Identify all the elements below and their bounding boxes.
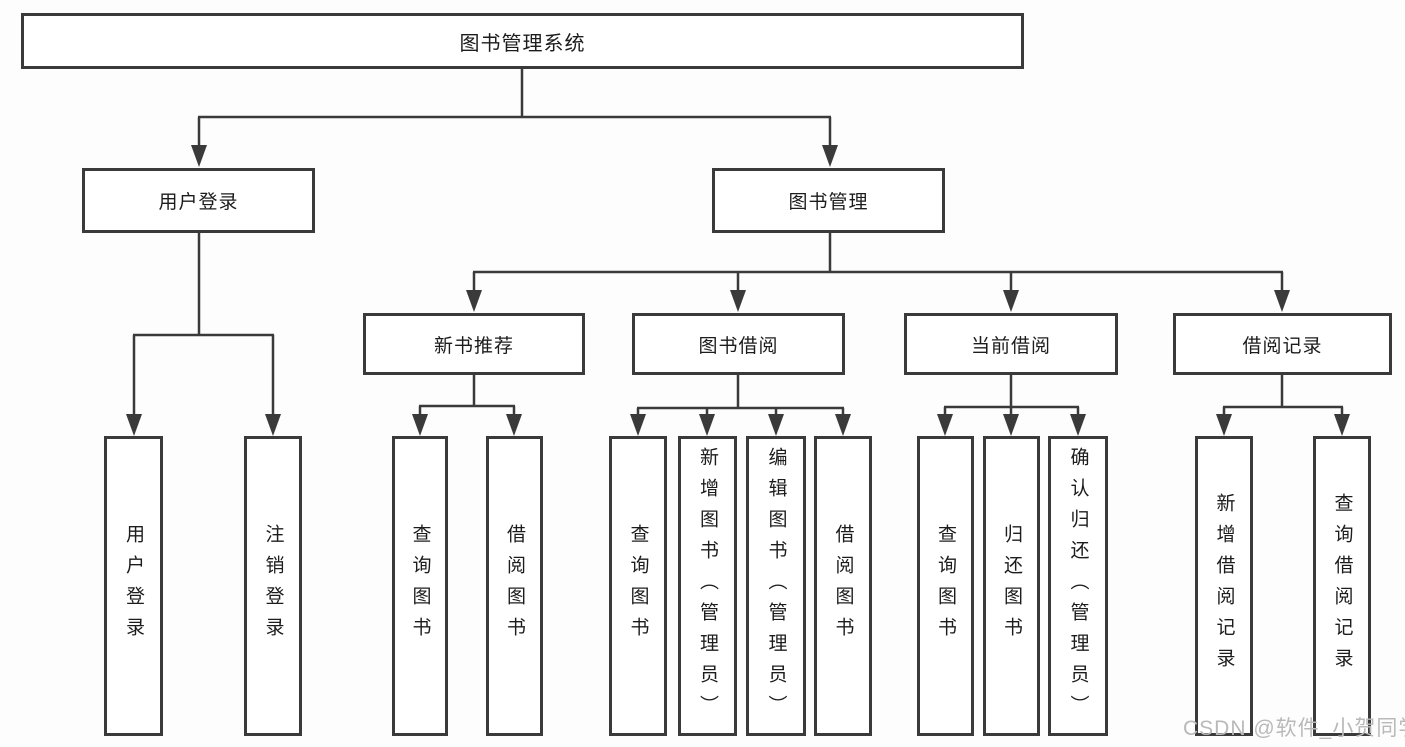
node-new-book-recommend: 新书推荐 <box>363 313 585 375</box>
leaf-borrow-book: 借阅图书 <box>814 436 872 736</box>
leaf-borrow-search-book: 查询图书 <box>609 436 667 736</box>
leaf-edit-book-admin: 编辑图书（管理员） <box>746 436 806 736</box>
leaf-user-login: 用户登录 <box>104 436 163 736</box>
node-book-borrow: 图书借阅 <box>632 313 845 375</box>
leaf-logout: 注销登录 <box>244 436 302 736</box>
arrowheads <box>126 145 1350 436</box>
leaf-recommend-borrow-book: 借阅图书 <box>486 436 543 736</box>
leaf-recommend-search-book: 查询图书 <box>392 436 448 736</box>
node-current-borrow: 当前借阅 <box>904 313 1118 375</box>
leaf-search-borrow-record: 查询借阅记录 <box>1313 436 1371 736</box>
node-root-library-system: 图书管理系统 <box>21 13 1024 69</box>
leaf-confirm-return-admin: 确认归还（管理员） <box>1048 436 1108 736</box>
leaf-current-search-book: 查询图书 <box>917 436 974 736</box>
node-user-login: 用户登录 <box>82 168 315 233</box>
leaf-add-borrow-record: 新增借阅记录 <box>1195 436 1253 736</box>
leaf-add-book-admin: 新增图书（管理员） <box>678 436 737 736</box>
leaf-return-book: 归还图书 <box>983 436 1040 736</box>
node-borrow-records: 借阅记录 <box>1173 313 1392 375</box>
node-book-management: 图书管理 <box>712 168 945 233</box>
csdn-watermark: CSDN @软件_小贺同学 <box>1183 717 1405 740</box>
